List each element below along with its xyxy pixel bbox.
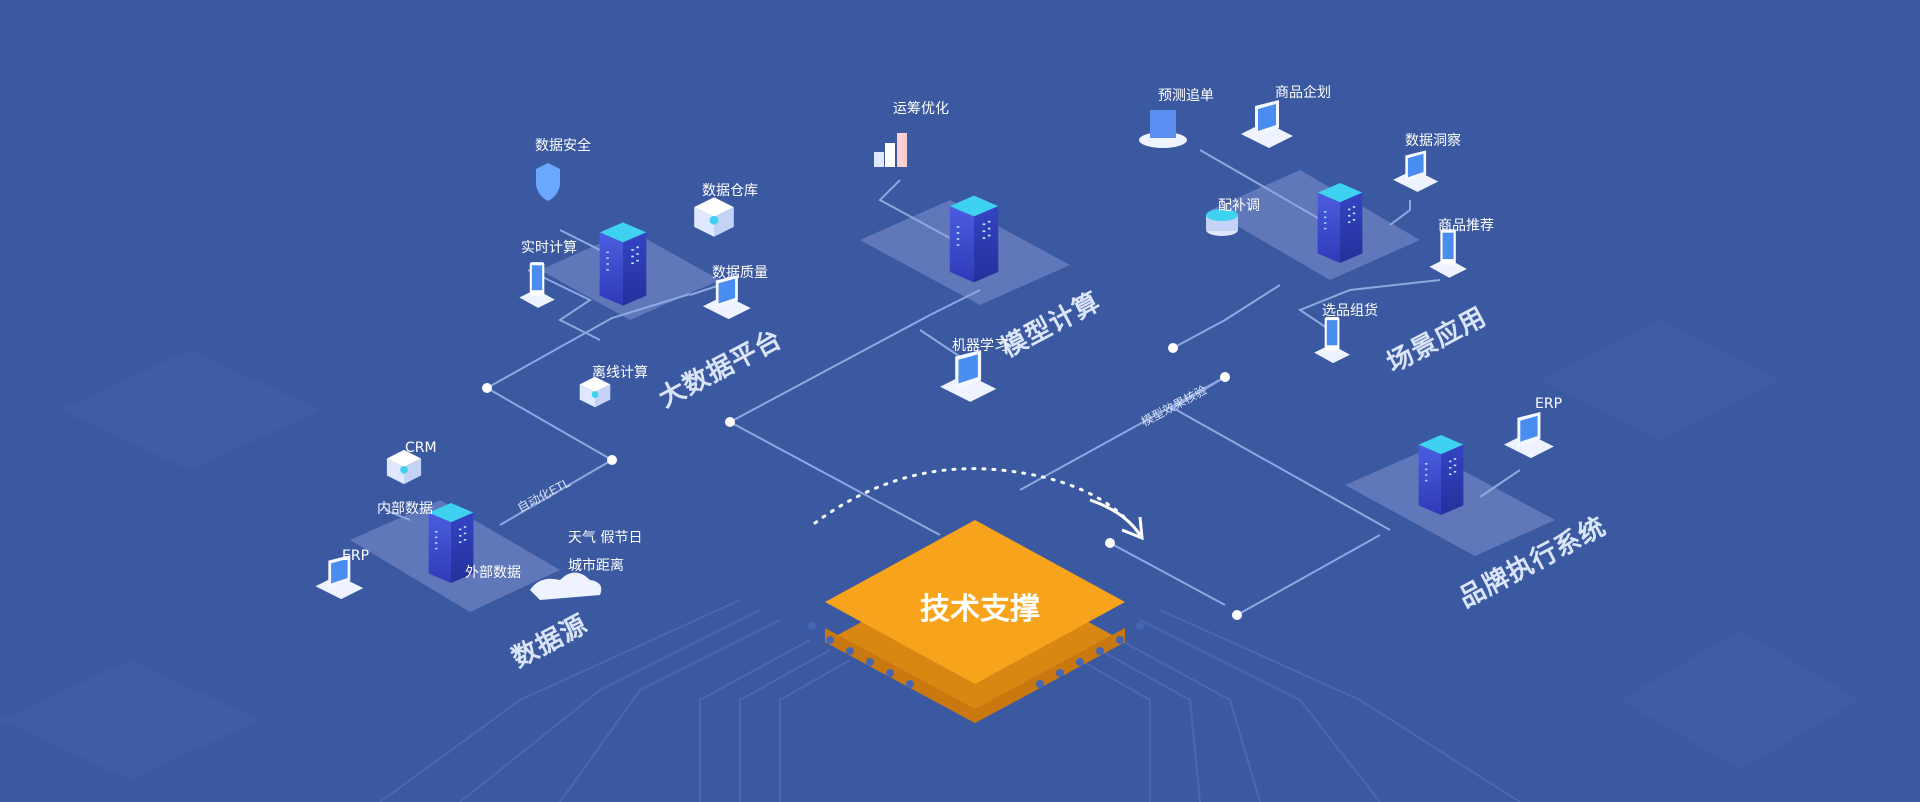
core-label: 技术支撑: [920, 592, 1040, 627]
label-realtime: 实时计算: [521, 240, 577, 256]
label-ml: 机器学习: [952, 338, 1008, 354]
label-replenish: 配补调: [1218, 198, 1260, 214]
label-crm: CRM: [405, 440, 437, 456]
label-outer: 外部数据: [465, 565, 521, 581]
label-weather: 天气 假节日: [568, 530, 643, 546]
label-inner: 内部数据: [377, 501, 433, 517]
label-recommend: 商品推荐: [1438, 218, 1494, 234]
label-security: 数据安全: [535, 138, 591, 154]
label-planning: 商品企划: [1275, 85, 1331, 101]
label-city: 城市距离: [568, 558, 624, 574]
label-offline: 离线计算: [592, 365, 648, 381]
label-assortment: 选品组货: [1322, 303, 1378, 319]
label-erp-source: ERP: [342, 548, 370, 564]
label-insight: 数据洞察: [1405, 133, 1461, 149]
label-erp-brand: ERP: [1535, 396, 1563, 412]
label-optimize: 运筹优化: [893, 101, 949, 117]
label-forecast: 预测追单: [1158, 88, 1214, 104]
label-warehouse: 数据仓库: [702, 183, 758, 199]
label-quality: 数据质量: [712, 265, 768, 281]
